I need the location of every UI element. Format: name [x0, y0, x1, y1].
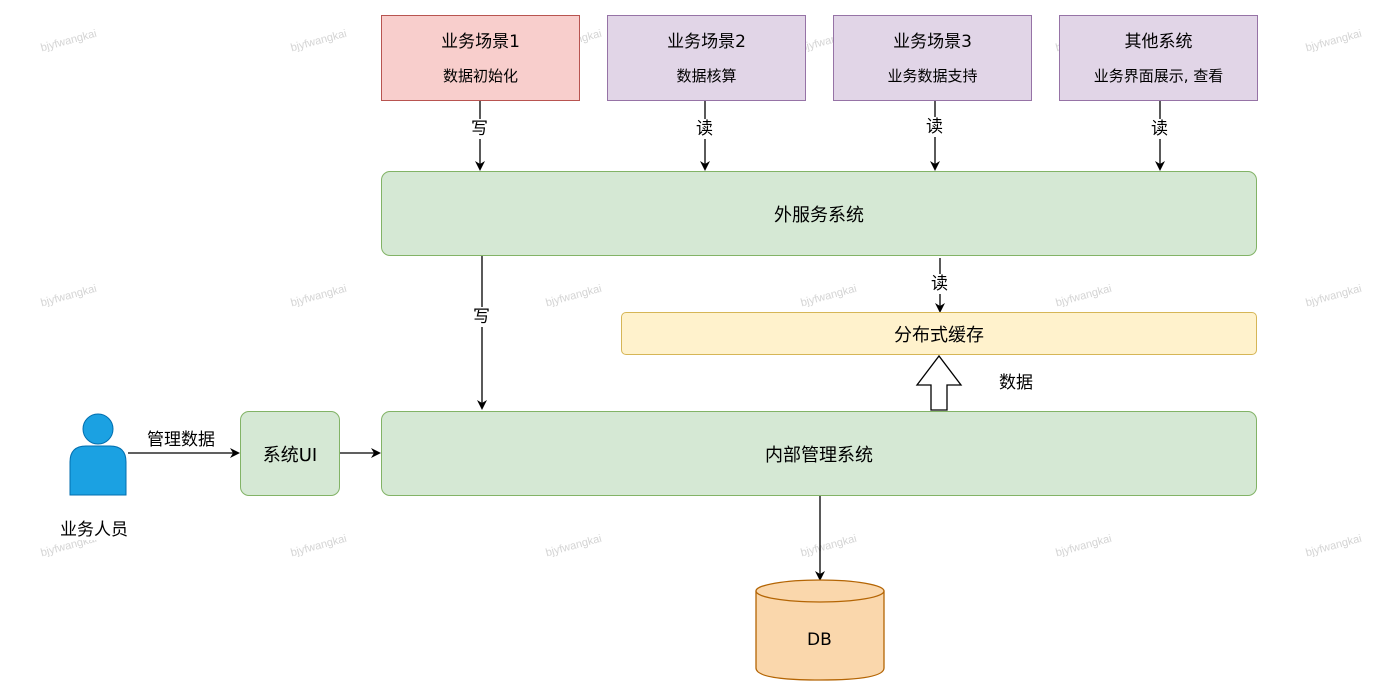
system-ui-label: 系统UI — [262, 444, 318, 466]
scenario-3-title: 业务场景3 — [893, 31, 972, 52]
manage-data-label: 管理数据 — [146, 430, 216, 450]
scenario-4-title: 其他系统 — [1124, 31, 1193, 52]
system-ui-box: 系统UI — [240, 411, 340, 496]
cache-read-label: 读 — [930, 274, 949, 294]
distributed-cache-box: 分布式缓存 — [621, 312, 1257, 355]
internal-system-label: 内部管理系统 — [765, 444, 873, 466]
scenario-box-3: 业务场景3 业务数据支持 — [833, 15, 1032, 101]
scenario-4-subtitle: 业务界面展示, 查看 — [1093, 66, 1224, 85]
scenario-2-subtitle: 数据核算 — [676, 66, 737, 85]
write-label: 写 — [472, 307, 491, 327]
scenario-1-title: 业务场景1 — [441, 31, 520, 52]
external-service-box: 外服务系统 — [381, 171, 1257, 256]
scenario-1-op-label: 写 — [470, 119, 489, 139]
db-label: DB — [807, 630, 832, 650]
distributed-cache-label: 分布式缓存 — [894, 324, 984, 346]
scenario-1-subtitle: 数据初始化 — [442, 66, 518, 85]
actor-label: 业务人员 — [59, 520, 129, 540]
external-service-label: 外服务系统 — [774, 204, 864, 226]
scenario-box-4: 其他系统 业务界面展示, 查看 — [1059, 15, 1258, 101]
scenario-2-title: 业务场景2 — [667, 31, 746, 52]
scenario-box-2: 业务场景2 数据核算 — [607, 15, 806, 101]
internal-system-box: 内部管理系统 — [381, 411, 1257, 496]
person-icon — [69, 413, 127, 496]
scenario-3-subtitle: 业务数据支持 — [887, 66, 978, 85]
scenario-2-op-label: 读 — [695, 119, 714, 139]
database-icon — [755, 579, 885, 681]
scenario-4-op-label: 读 — [1150, 119, 1169, 139]
scenario-box-1: 业务场景1 数据初始化 — [381, 15, 580, 101]
scenario-3-op-label: 读 — [925, 117, 944, 137]
data-sync-arrow — [915, 354, 963, 411]
data-sync-label: 数据 — [998, 373, 1034, 393]
